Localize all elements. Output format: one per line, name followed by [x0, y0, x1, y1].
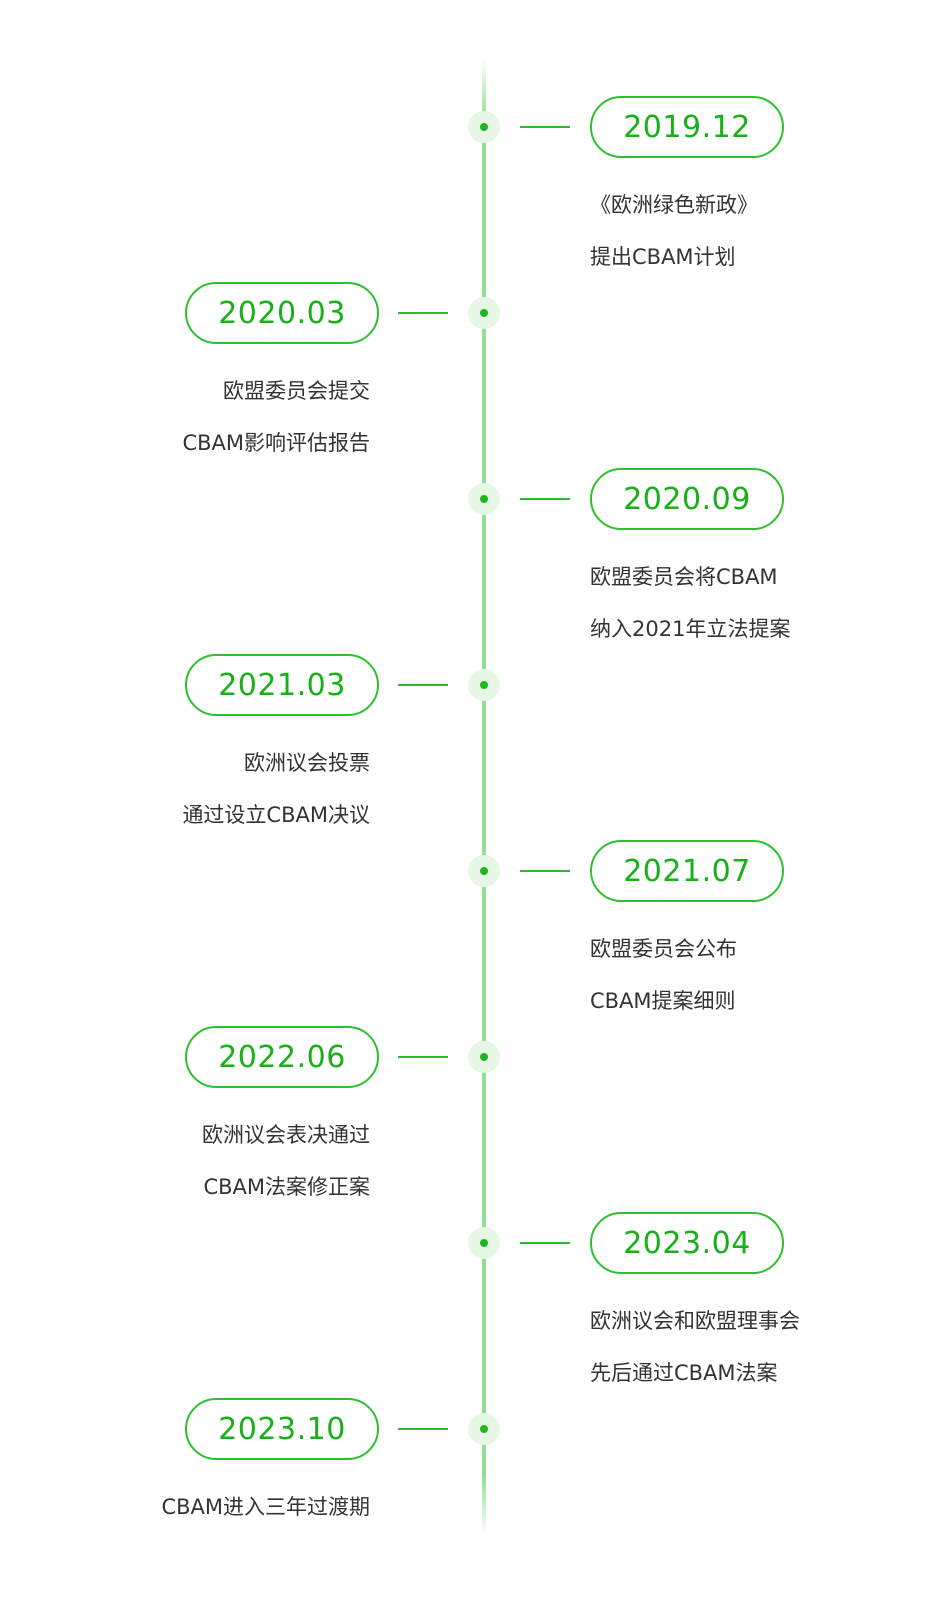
connector-line	[398, 684, 448, 686]
description-line: CBAM影响评估报告	[182, 431, 370, 455]
date-pill: 2023.10	[185, 1398, 379, 1460]
timeline-event: 2019.12 《欧洲绿色新政》 提出CBAM计划	[0, 96, 950, 317]
description-line: 欧洲议会和欧盟理事会	[590, 1309, 800, 1333]
connector-line	[520, 870, 570, 872]
connector-line	[520, 1242, 570, 1244]
timeline-node	[480, 1239, 488, 1247]
connector-line	[520, 126, 570, 128]
connector-line	[520, 498, 570, 500]
description-line: 《欧洲绿色新政》	[590, 193, 758, 217]
date-pill: 2020.09	[590, 468, 784, 530]
description-line: 欧洲议会投票	[244, 751, 370, 775]
description-line: 欧洲议会表决通过	[202, 1123, 370, 1147]
timeline-node	[480, 681, 488, 689]
date-pill: 2023.04	[590, 1212, 784, 1274]
timeline-node	[480, 495, 488, 503]
event-description: CBAM进入三年过渡期	[161, 1481, 370, 1533]
timeline-node	[480, 867, 488, 875]
timeline-axis	[482, 60, 486, 1535]
date-pill: 2019.12	[590, 96, 784, 158]
connector-line	[398, 1056, 448, 1058]
event-description: 《欧洲绿色新政》 提出CBAM计划	[590, 179, 758, 283]
description-line: 通过设立CBAM决议	[182, 803, 370, 827]
description-line: 欧盟委员会将CBAM	[590, 565, 778, 589]
timeline-event: 2021.03 欧洲议会投票 通过设立CBAM决议	[0, 654, 950, 875]
timeline-node	[480, 123, 488, 131]
description-line: 提出CBAM计划	[590, 245, 736, 269]
description-line: 先后通过CBAM法案	[590, 1361, 778, 1385]
description-line: 欧盟委员会公布	[590, 937, 737, 961]
date-pill: 2021.03	[185, 654, 379, 716]
date-pill: 2022.06	[185, 1026, 379, 1088]
timeline-node	[480, 1425, 488, 1433]
description-line: CBAM提案细则	[590, 989, 736, 1013]
connector-line	[398, 1428, 448, 1430]
timeline-event: 2020.03 欧盟委员会提交 CBAM影响评估报告	[0, 282, 950, 503]
timeline: 2019.12 《欧洲绿色新政》 提出CBAM计划 2020.03 欧盟委员会提…	[0, 60, 950, 1535]
timeline-event: 2022.06 欧洲议会表决通过 CBAM法案修正案	[0, 1026, 950, 1247]
description-line: 欧盟委员会提交	[223, 379, 370, 403]
timeline-node	[480, 309, 488, 317]
timeline-event: 2020.09 欧盟委员会将CBAM 纳入2021年立法提案	[0, 468, 950, 689]
date-pill: 2021.07	[590, 840, 784, 902]
event-description: 欧洲议会表决通过 CBAM法案修正案	[202, 1109, 370, 1213]
description-line: CBAM法案修正案	[203, 1175, 370, 1199]
description-line: 纳入2021年立法提案	[590, 617, 791, 641]
event-description: 欧盟委员会公布 CBAM提案细则	[590, 923, 737, 1027]
event-description: 欧盟委员会将CBAM 纳入2021年立法提案	[590, 551, 790, 655]
description-line: CBAM进入三年过渡期	[161, 1495, 370, 1519]
date-pill: 2020.03	[185, 282, 379, 344]
timeline-event: 2021.07 欧盟委员会公布 CBAM提案细则	[0, 840, 950, 1061]
timeline-event: 2023.04 欧洲议会和欧盟理事会 先后通过CBAM法案	[0, 1212, 950, 1433]
event-description: 欧洲议会和欧盟理事会 先后通过CBAM法案	[590, 1295, 800, 1399]
event-description: 欧盟委员会提交 CBAM影响评估报告	[182, 365, 370, 469]
timeline-node	[480, 1053, 488, 1061]
timeline-event: 2023.10 CBAM进入三年过渡期	[0, 1398, 950, 1619]
connector-line	[398, 312, 448, 314]
event-description: 欧洲议会投票 通过设立CBAM决议	[182, 737, 370, 841]
